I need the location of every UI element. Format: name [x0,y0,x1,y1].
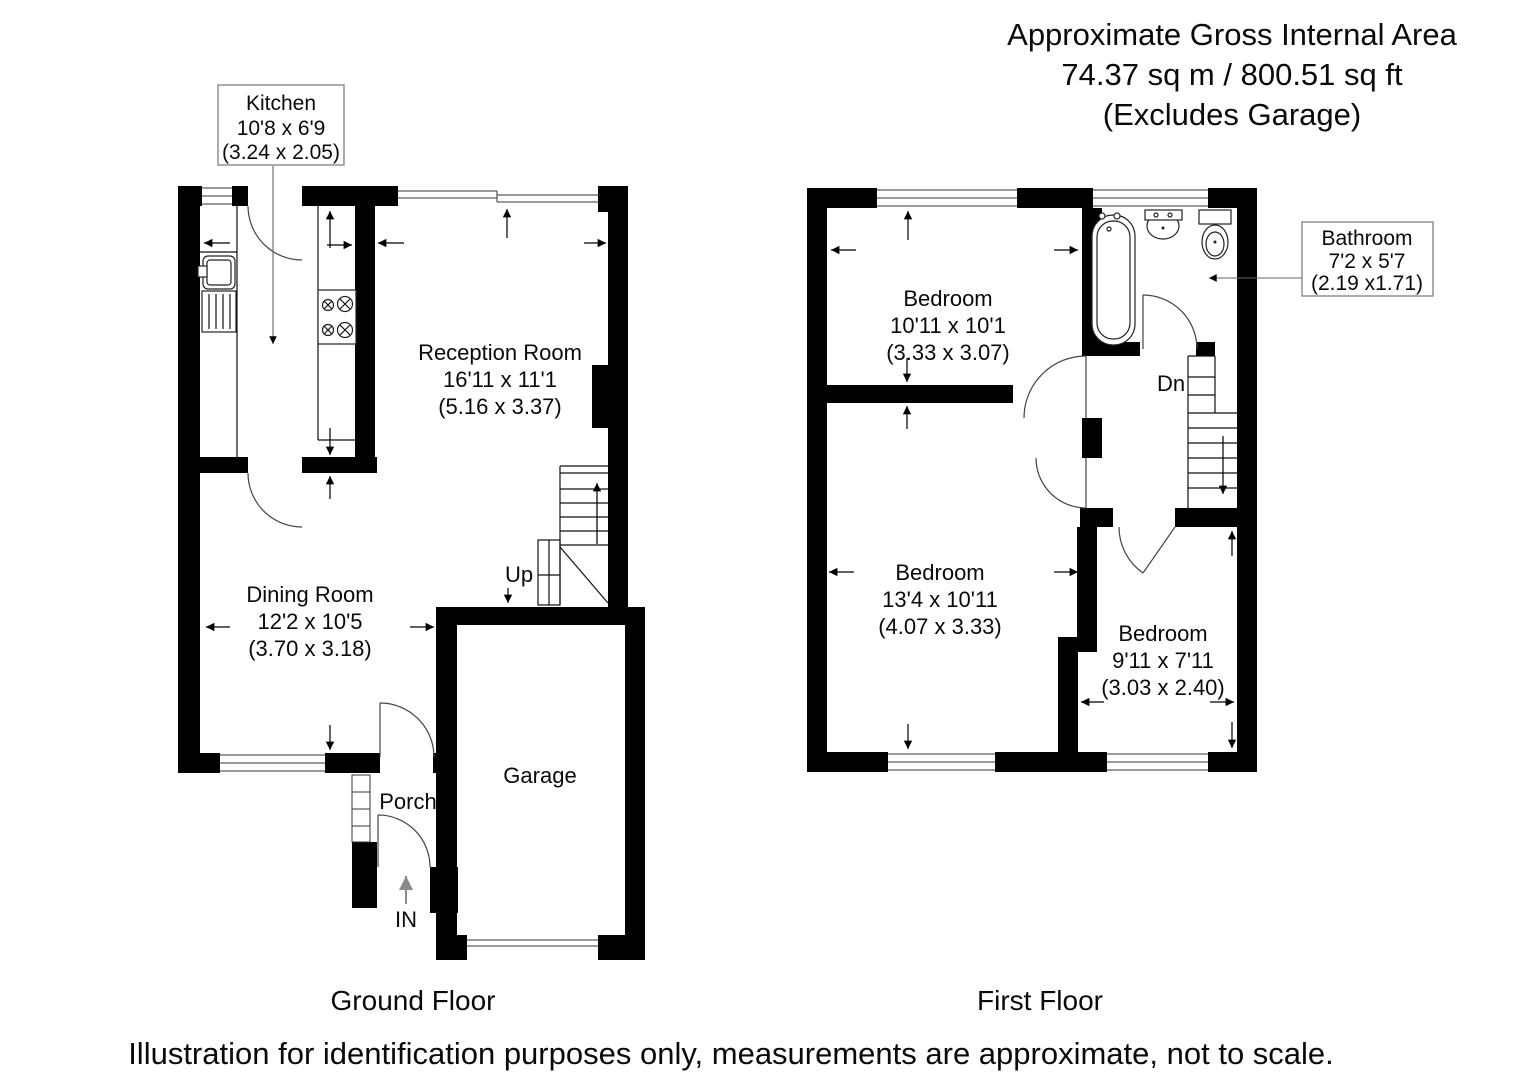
basin-icon [1144,209,1183,240]
bedroom3-door-arc [1118,526,1176,574]
bedroom2-size-metric: (4.07 x 3.33) [878,614,1002,639]
bathroom-callout: Bathroom 7'2 x 5'7 (2.19 x1.71) [1209,221,1434,297]
stairs-down-label: Dn [1157,371,1185,396]
bedroom1-door-arc [1023,355,1087,419]
kitchen-label-box [217,84,345,166]
back-door-arc [247,205,303,261]
bedroom2-size-imperial: 13'4 x 10'11 [882,587,998,612]
front-door-arc [377,814,431,868]
bath-icon [1091,212,1136,346]
reception-room-size-metric: (5.16 x 3.37) [438,394,562,419]
first-floor-dimension-arrows [829,211,1237,749]
reception-room-size-imperial: 16'11 x 11'1 [443,367,557,392]
ground-floor-plan: Reception Room 16'11 x 11'1 (5.16 x 3.37… [178,186,645,960]
dining-room-name: Dining Room [246,582,373,607]
bathroom-door-arc [1142,294,1198,350]
first-floor-walls [807,188,1257,772]
toilet-icon [1198,209,1232,260]
kitchen-counter-left [200,206,238,457]
first-floor-doors [1023,294,1198,574]
bedroom1-window [877,189,1017,207]
bathroom-fixtures [1091,209,1232,346]
bedroom3-size-metric: (3.03 x 2.40) [1101,675,1225,700]
bedroom2-door-arc [1035,457,1087,509]
bathroom-label-box [1301,221,1434,297]
bedroom2-window [888,753,995,771]
stairs-up [537,465,609,606]
bedroom1-size-imperial: 10'11 x 10'1 [890,313,1006,338]
dining-door-arc [379,702,435,758]
garage-door [466,939,598,947]
dining-room-size-metric: (3.70 x 3.18) [248,636,372,661]
ground-floor-label: Ground Floor [331,985,496,1016]
bedroom3-name: Bedroom [1118,621,1207,646]
garage-label: Garage [503,763,576,788]
bedroom3-window [1107,753,1208,771]
entrance-in-label: IN [395,907,417,932]
porch-label: Porch [379,789,436,814]
stairs-down [1187,355,1237,508]
stairs-up-label: Up [505,562,533,587]
bedroom1-name: Bedroom [903,286,992,311]
area-title-line1: Approximate Gross Internal Area [1007,17,1457,52]
kitchen-size-imperial: 10'8 x 6'9 [237,117,326,140]
porch-window [351,774,371,843]
area-title-line2: 74.37 sq m / 800.51 sq ft [1061,57,1403,92]
bedroom2-name: Bedroom [895,560,984,585]
ground-floor-windows [202,187,600,947]
first-floor-label: First Floor [977,985,1103,1016]
disclaimer-text: Illustration for identification purposes… [128,1036,1334,1071]
ground-floor-dimension-arrows [204,209,606,750]
area-title: Approximate Gross Internal Area 74.37 sq… [1007,17,1457,132]
kitchen-callout: Kitchen 10'8 x 6'9 (3.24 x 2.05) [217,84,345,344]
reception-window [398,190,600,203]
stove-icon [317,289,357,345]
area-title-line3: (Excludes Garage) [1103,97,1361,132]
kitchen-door-arc [247,472,303,528]
kitchen-name: Kitchen [246,92,316,115]
bathroom-size-metric: (2.19 x1.71) [1311,272,1423,295]
bathroom-name: Bathroom [1321,227,1412,250]
kitchen-window [202,187,232,205]
bathroom-size-imperial: 7'2 x 5'7 [1329,250,1406,273]
reception-room-name: Reception Room [418,340,582,365]
dining-window [220,754,325,772]
bedroom3-size-imperial: 9'11 x 7'11 [1112,648,1214,673]
drainer-icon [201,290,237,333]
ground-floor-doors [247,205,435,868]
kitchen-fixtures [197,206,357,457]
dining-room-size-imperial: 12'2 x 10'5 [257,609,362,634]
bedroom1-size-metric: (3.33 x 3.07) [886,340,1010,365]
kitchen-sink-icon [197,255,236,290]
kitchen-size-metric: (3.24 x 2.05) [222,141,340,164]
bathroom-window [1093,189,1208,207]
first-floor-plan: Bedroom 10'11 x 10'1 (3.33 x 3.07) Bedro… [807,188,1257,772]
first-floor-windows [877,189,1208,771]
ground-floor-walls [178,186,645,960]
